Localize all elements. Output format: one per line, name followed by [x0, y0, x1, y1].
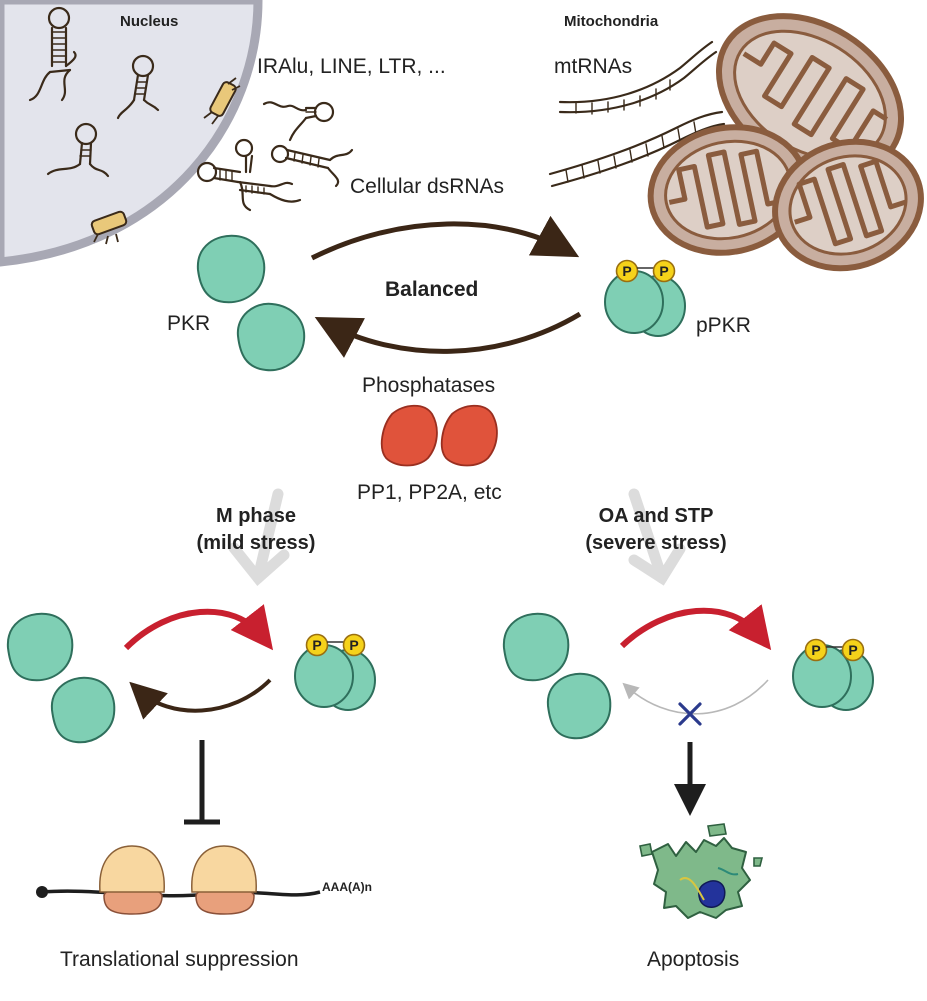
balanced-label: Balanced: [385, 278, 478, 301]
activation-arrow-strong: [123, 604, 274, 651]
ribosome: [191, 845, 257, 915]
phosphate-group: P: [652, 259, 676, 283]
mtrnas-label: mtRNAs: [554, 55, 632, 78]
phosphatases-label: Phosphatases: [362, 374, 495, 397]
mrna-with-ribosomes: [36, 845, 321, 915]
mild-stress-label: (mild stress): [197, 532, 316, 554]
block-x-icon: [678, 702, 702, 726]
poly-a-label: AAA(A)n: [322, 880, 372, 894]
apoptosis-arrow: [674, 742, 706, 816]
pkr-label: PKR: [167, 312, 210, 335]
svg-text:P: P: [622, 263, 631, 279]
nuclear-pore: [90, 210, 128, 245]
pkr-monomer: [546, 672, 612, 740]
phosphate-group: P: [841, 638, 865, 662]
phosphate-group: P: [615, 259, 639, 283]
branch-arrow-left: [228, 488, 290, 586]
ppkr-dimer: P P: [604, 259, 686, 337]
nuclear-pore: [203, 77, 241, 125]
activation-arrow-strong: [619, 604, 772, 651]
svg-text:P: P: [312, 637, 321, 653]
mitochondrion: [772, 138, 924, 272]
ribosome: [99, 845, 165, 915]
hairpin-rna: [262, 101, 335, 142]
blocked-dephosphorylation-arrow: [622, 679, 769, 715]
nuclear-hairpin-rna: [28, 6, 77, 102]
nucleus-label: Nucleus: [120, 13, 178, 30]
svg-text:P: P: [811, 642, 820, 658]
pkr-monomer: [196, 234, 266, 304]
phosphate-group: P: [342, 633, 366, 657]
pkr-monomer: [50, 676, 116, 744]
ppkr-label: pPKR: [696, 314, 751, 337]
nucleus-body: [0, 0, 263, 267]
svg-text:P: P: [659, 263, 668, 279]
cellular-dsrnas-label: Cellular dsRNAs: [350, 175, 504, 198]
apoptotic-cell: [639, 823, 764, 919]
oa-stp-label: OA and STP: [599, 505, 714, 527]
dephosphorylation-arrow: [129, 678, 272, 720]
ppkr-dimer: P P: [294, 633, 376, 711]
mtrna-duplex: [558, 40, 718, 115]
pkr-monomer: [236, 302, 306, 372]
nucleus: Nucleus: [0, 0, 263, 267]
ppkr-dimer: P P: [792, 638, 874, 711]
mrna-cap: [36, 886, 48, 898]
pkr-monomer: [502, 612, 570, 682]
phosphatase-enzyme: [380, 404, 438, 467]
branched-dsrna: [196, 138, 302, 212]
mitochondria-label: Mitochondria: [564, 13, 659, 30]
nuclear-hairpin-rna: [116, 54, 160, 120]
phosphate-group: P: [305, 633, 329, 657]
repeat-rna-label: IRAlu, LINE, LTR, ...: [257, 55, 446, 78]
hairpin-rna: [270, 144, 354, 188]
svg-text:P: P: [349, 637, 358, 653]
phosphatase-enzyme: [440, 404, 498, 467]
severe-stress-label: (severe stress): [585, 532, 726, 554]
inhibition-bar: [184, 740, 220, 825]
svg-text:P: P: [848, 642, 857, 658]
nuclear-hairpin-rna: [46, 122, 110, 178]
phosphatase-examples-label: PP1, PP2A, etc: [357, 481, 502, 504]
m-phase-label: M phase: [216, 505, 296, 527]
mrna-strand: [41, 889, 321, 898]
dephosphorylation-arrow: [314, 311, 582, 358]
apoptosis-label: Apoptosis: [647, 948, 739, 971]
branch-arrow-right: [628, 488, 686, 586]
phosphate-group: P: [804, 638, 828, 662]
pkr-monomer: [6, 612, 74, 682]
translational-suppression-label: Translational suppression: [60, 948, 299, 971]
activation-arrow: [310, 215, 580, 261]
mtrna-duplex: [548, 110, 726, 188]
